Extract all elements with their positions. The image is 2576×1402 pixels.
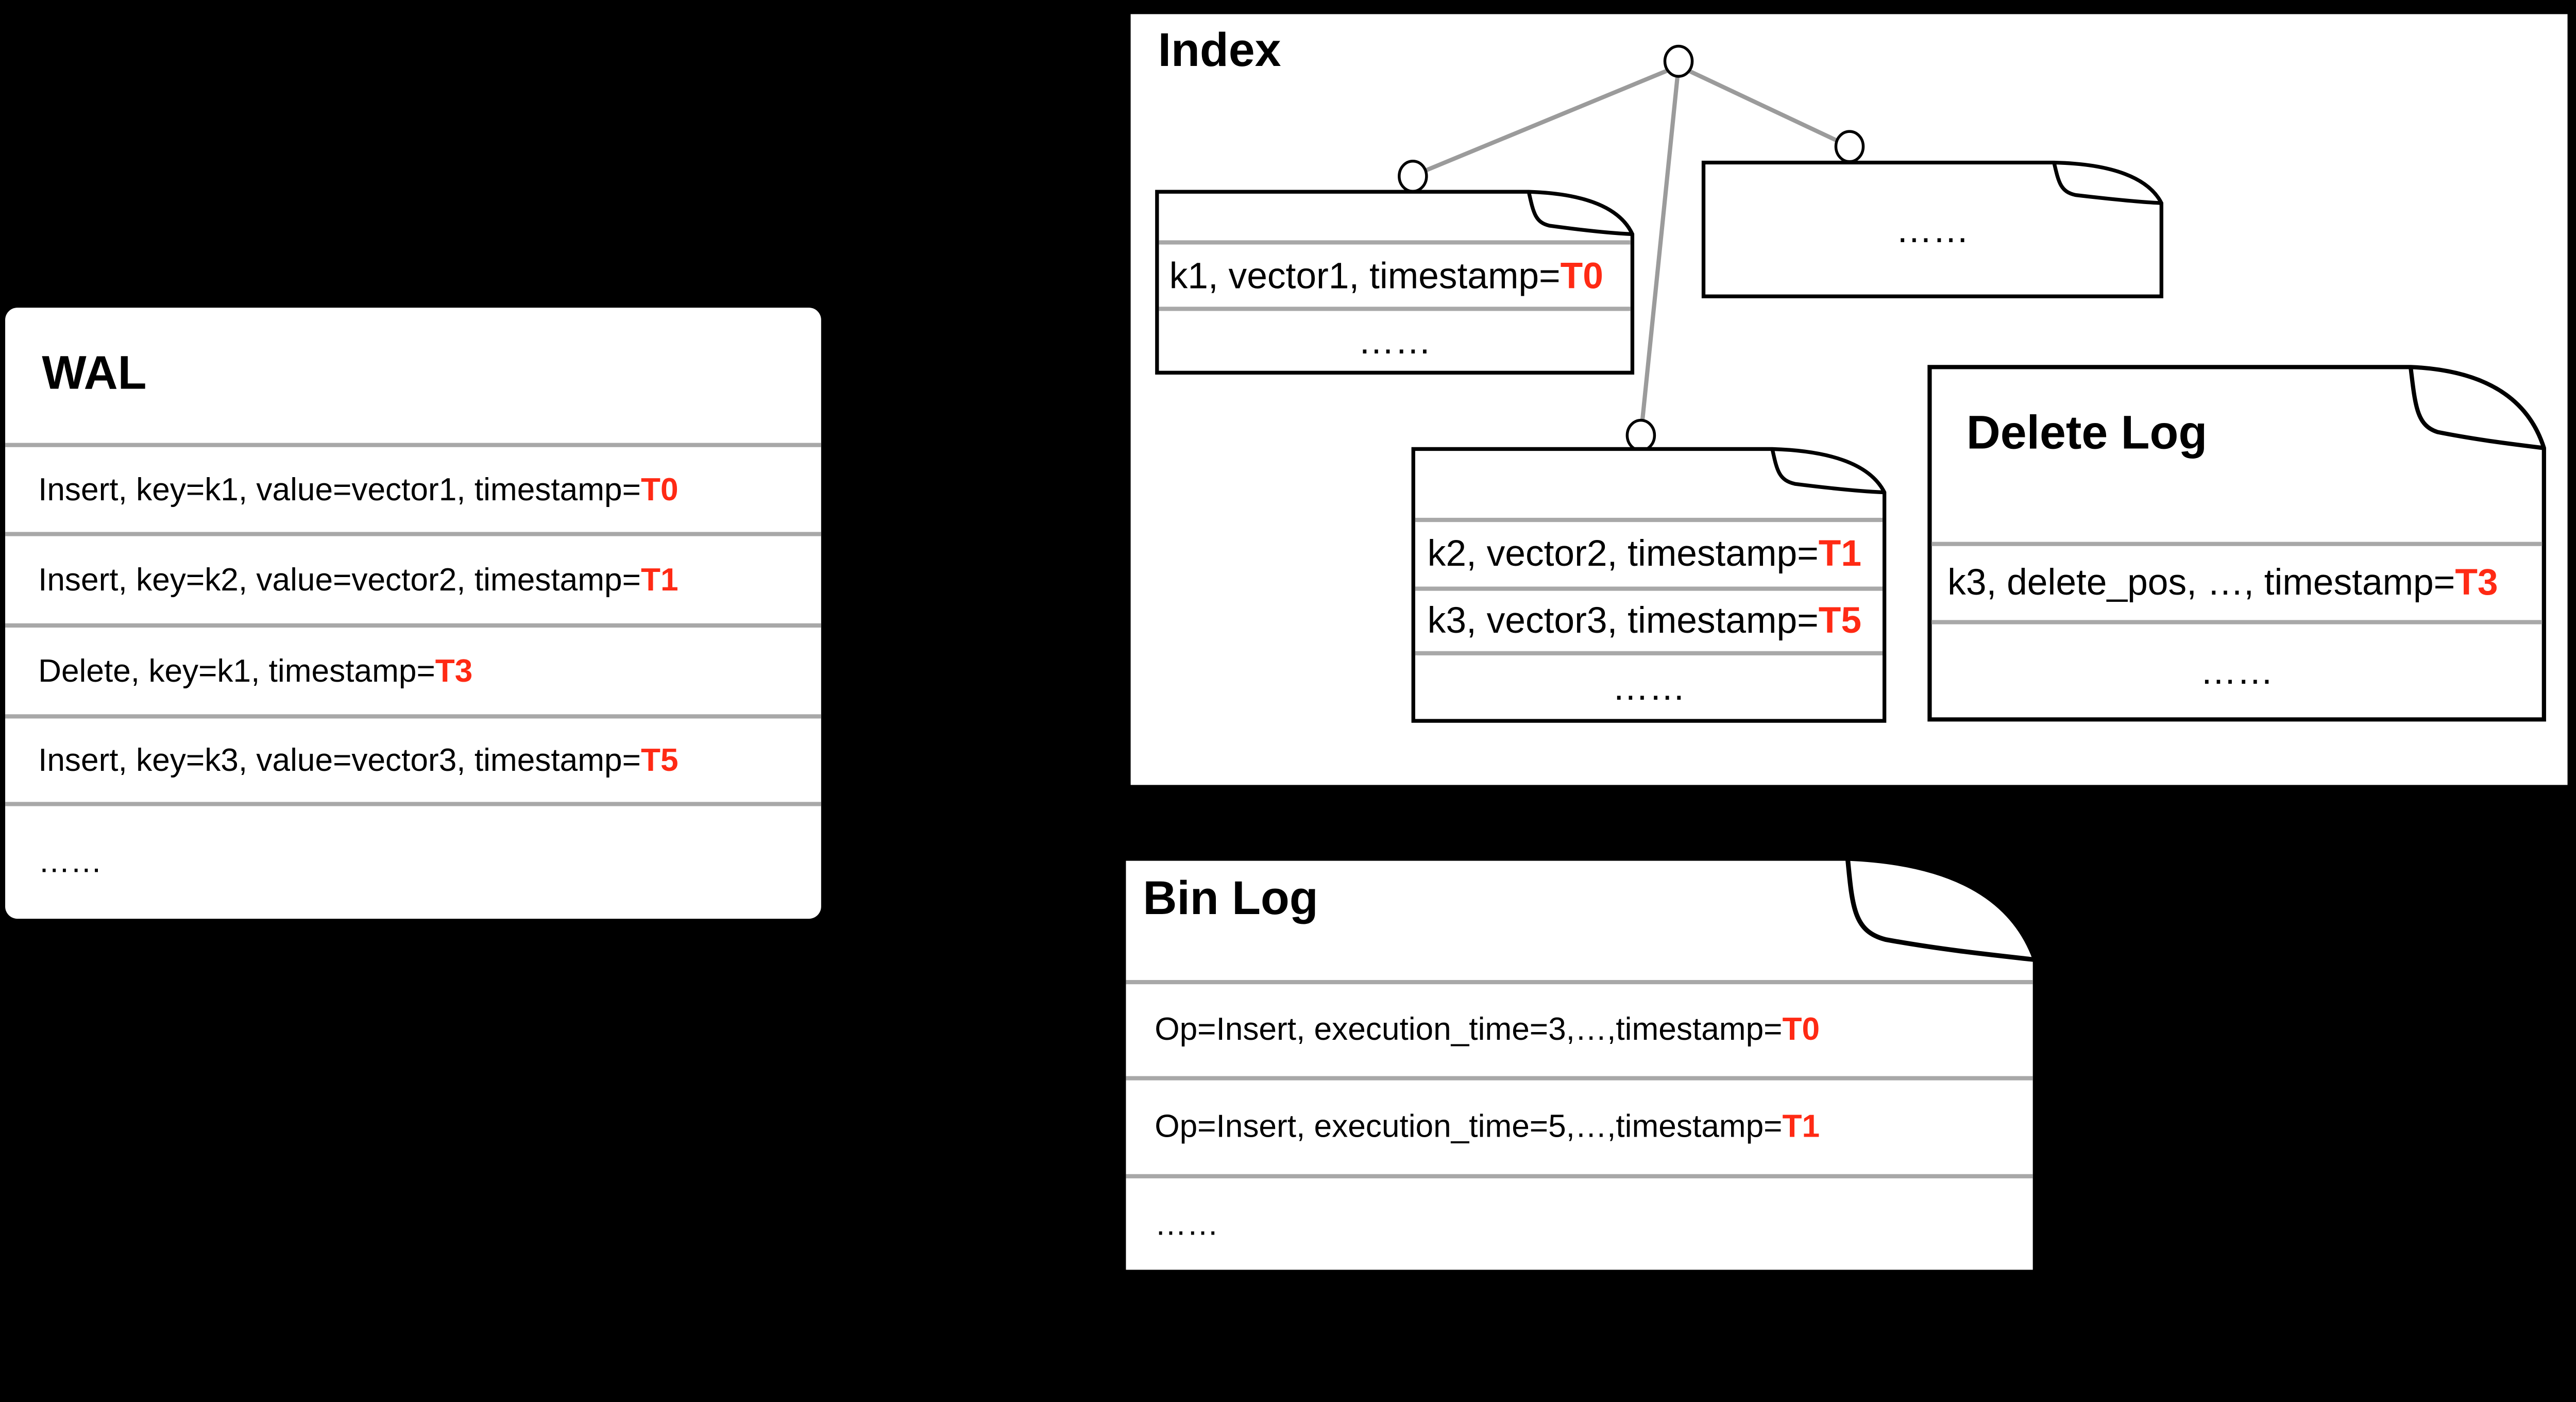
delete-log-row: k3, delete_pos, …, timestamp=T3 <box>1947 544 2536 620</box>
wal-row-text: Insert, key=k2, value=vector2, timestamp… <box>38 561 641 598</box>
segment-doc-divider <box>1415 651 1883 655</box>
index-title: Index <box>1158 23 1281 77</box>
timestamp-value: T0 <box>1782 1011 1820 1047</box>
bin-log-title: Bin Log <box>1143 871 1318 925</box>
tree-middle-node <box>1625 418 1656 452</box>
wal-row-text: Insert, key=k3, value=vector3, timestamp… <box>38 742 641 778</box>
wal-row-text: Delete, key=k1, timestamp= <box>38 652 435 689</box>
bin-log-doc <box>1121 856 2038 1275</box>
timestamp-value: T3 <box>435 652 473 689</box>
segment-row: …… <box>1705 162 2159 296</box>
wal-row: Insert, key=k3, value=vector3, timestamp… <box>38 716 811 804</box>
wal-divider <box>5 714 821 719</box>
bin-log-divider <box>1126 1174 2033 1178</box>
delete-log-divider <box>1931 620 2543 624</box>
segment-row-text: k2, vector2, timestamp= <box>1427 532 1819 574</box>
segment-row-text: k1, vector1, timestamp= <box>1169 255 1561 296</box>
timestamp-value: T1 <box>1782 1108 1820 1144</box>
delete-log-row-text: …… <box>2200 650 2274 691</box>
timestamp-value: T1 <box>1818 532 1862 574</box>
segment-row: …… <box>1415 653 1883 721</box>
segment-doc-more <box>1701 160 2163 298</box>
wal-divider <box>5 443 821 447</box>
wal-box <box>5 308 821 919</box>
wal-divider <box>5 532 821 536</box>
index-tree-edges <box>1412 64 1851 436</box>
wal-row: …… <box>38 804 811 919</box>
timestamp-value: T0 <box>1560 255 1603 296</box>
bin-log-row-text: Op=Insert, execution_time=5,…,timestamp= <box>1155 1108 1783 1144</box>
wal-row-text: Insert, key=k1, value=vector1, timestamp… <box>38 471 641 508</box>
timestamp-value: T5 <box>640 742 679 778</box>
bin-log-divider <box>1126 1076 2033 1080</box>
wal-title: WAL <box>42 346 147 399</box>
bin-log-row: Op=Insert, execution_time=5,…,timestamp=… <box>1155 1078 2026 1174</box>
timestamp-value: T0 <box>640 471 679 508</box>
wal-row: Insert, key=k2, value=vector2, timestamp… <box>38 534 811 625</box>
delete-log-title: Delete Log <box>1966 406 2208 459</box>
segment-row: …… <box>1159 309 1630 373</box>
timestamp-value: T1 <box>640 561 679 598</box>
wal-divider <box>5 623 821 628</box>
segment-doc-k1 <box>1155 190 1635 375</box>
segment-doc-divider <box>1159 240 1631 245</box>
bin-log-row: Op=Insert, execution_time=3,…,timestamp=… <box>1155 982 2026 1076</box>
segment-row-text: k3, vector3, timestamp= <box>1427 599 1819 641</box>
segment-row-text: …… <box>1895 209 1970 250</box>
delete-log-row-text: k3, delete_pos, …, timestamp= <box>1947 561 2455 603</box>
timestamp-value: T3 <box>2455 561 2498 603</box>
tree-root-node <box>1663 44 1694 78</box>
segment-doc-divider <box>1159 307 1631 311</box>
segment-doc-divider <box>1415 586 1883 591</box>
bin-log-row-text: …… <box>1155 1206 1219 1242</box>
segment-row: k3, vector3, timestamp=T5 <box>1428 588 1875 651</box>
bin-log-row-text: Op=Insert, execution_time=3,…,timestamp= <box>1155 1011 1783 1047</box>
segment-row: k1, vector1, timestamp=T0 <box>1170 242 1622 309</box>
bin-log-divider <box>1126 979 2033 985</box>
delete-log-row: …… <box>1931 622 2542 719</box>
segment-row-text: …… <box>1358 319 1432 362</box>
wal-row: Insert, key=k1, value=vector1, timestamp… <box>38 445 811 534</box>
diagram-shapes <box>1121 44 2546 1275</box>
timestamp-value: T5 <box>1818 599 1862 641</box>
bin-log-row: …… <box>1155 1176 2026 1272</box>
segment-row: k2, vector2, timestamp=T1 <box>1428 520 1875 587</box>
segment-row-text: …… <box>1612 666 1686 708</box>
wal-row-text: …… <box>38 843 103 880</box>
wal-divider <box>5 802 821 806</box>
diagram-canvas: WAL Insert, key=k1, value=vector1, times… <box>5 14 2568 1275</box>
segment-doc-divider <box>1415 517 1883 522</box>
tree-right-node <box>1834 130 1865 163</box>
delete-log-divider <box>1931 542 2543 546</box>
tree-left-node <box>1398 159 1428 193</box>
wal-row: Delete, key=k1, timestamp=T3 <box>38 625 811 716</box>
